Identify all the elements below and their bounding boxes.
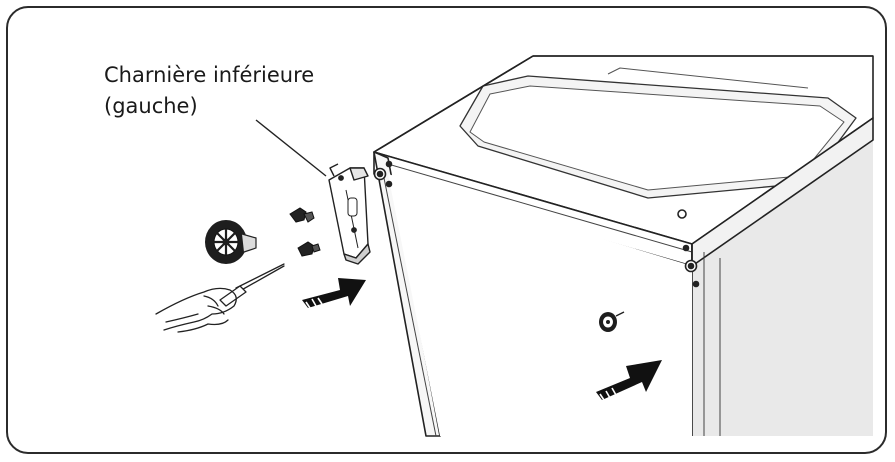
foot-wheel-icon xyxy=(599,311,625,332)
caption-line-2: (gauche) xyxy=(104,94,198,118)
arrow-icon xyxy=(302,278,366,309)
screwdriver-hand-icon xyxy=(155,263,285,333)
illustration-panel: Charnière inférieure (gauche) xyxy=(6,6,887,454)
caption-line-1: Charnière inférieure xyxy=(104,63,315,87)
assembly-illustration xyxy=(155,55,874,437)
hinge-icon xyxy=(328,163,371,265)
appliance-cabinet-icon xyxy=(373,55,874,437)
foot-wheel-icon xyxy=(205,220,257,264)
screw-icon xyxy=(289,207,321,257)
hinge-caption: Charnière inférieure (gauche) xyxy=(104,60,424,122)
leader-line xyxy=(255,119,327,177)
arrow-icon xyxy=(596,360,662,401)
